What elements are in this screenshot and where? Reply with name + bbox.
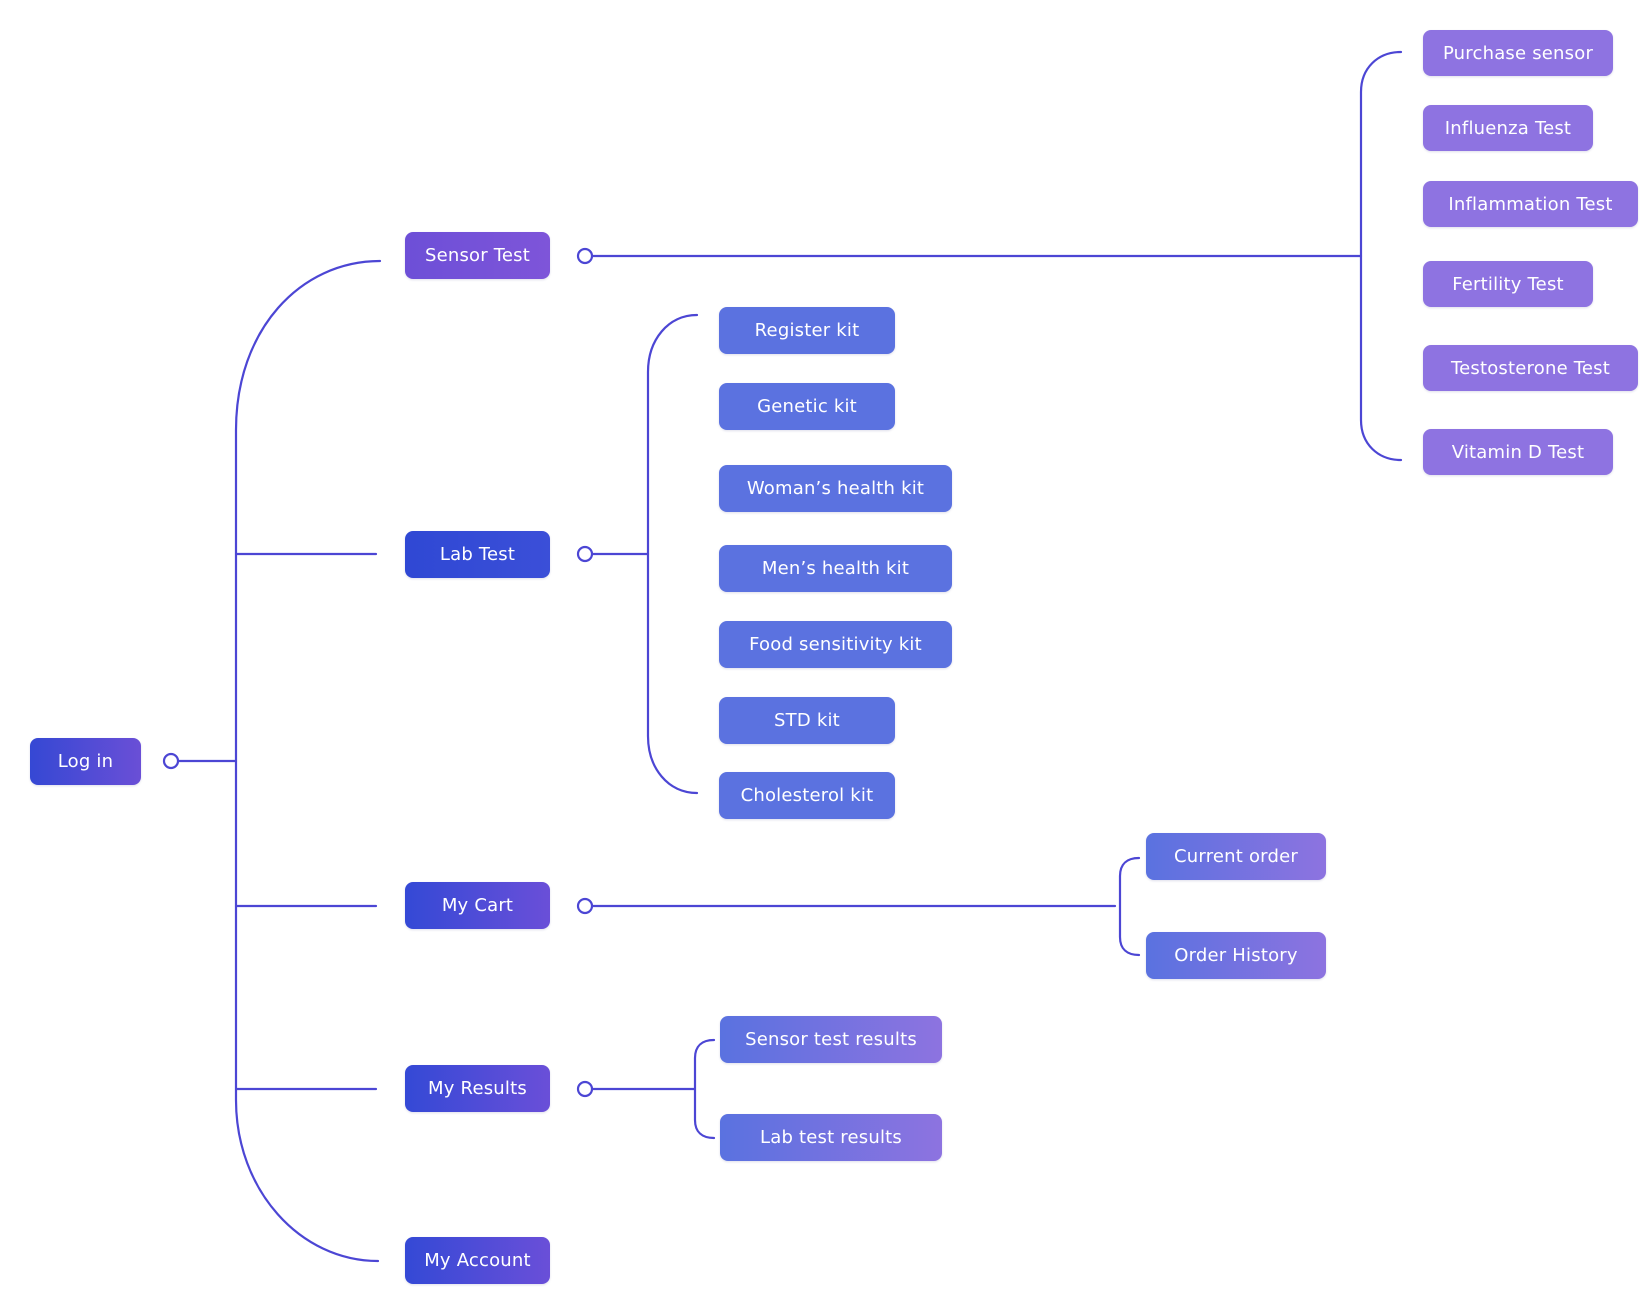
my-cart-bracket-line <box>1118 856 1141 957</box>
register-kit-node[interactable]: Register kit <box>719 307 895 354</box>
testosterone-test-node[interactable]: Testosterone Test <box>1423 345 1638 391</box>
lab-test-node[interactable]: Lab Test <box>405 531 550 578</box>
my-account-node[interactable]: My Account <box>405 1237 550 1284</box>
current-order-node[interactable]: Current order <box>1146 833 1326 880</box>
fertility-test-node[interactable]: Fertility Test <box>1423 261 1593 307</box>
vitamin-d-test-node[interactable]: Vitamin D Test <box>1423 429 1613 475</box>
lab-test-results-node[interactable]: Lab test results <box>720 1114 942 1161</box>
my-results-connector-dot <box>576 1080 594 1098</box>
cholesterol-kit-node[interactable]: Cholesterol kit <box>719 772 895 819</box>
lab-test-connector-dot <box>576 545 594 563</box>
log-in-node[interactable]: Log in <box>30 738 141 785</box>
lab-test-bracket-line <box>646 313 699 795</box>
sensor-test-bracket-line <box>1359 50 1403 462</box>
influenza-test-node[interactable]: Influenza Test <box>1423 105 1593 151</box>
my-cart-connector-dot <box>576 897 594 915</box>
sensor-test-results-node[interactable]: Sensor test results <box>720 1016 942 1063</box>
mens-health-kit-node[interactable]: Men’s health kit <box>719 545 952 592</box>
my-results-node[interactable]: My Results <box>405 1065 550 1112</box>
sensor-test-connector-dot <box>576 247 594 265</box>
root-connector-dot <box>162 752 180 770</box>
root-bracket-line <box>234 259 382 1263</box>
order-history-node[interactable]: Order History <box>1146 932 1326 979</box>
genetic-kit-node[interactable]: Genetic kit <box>719 383 895 430</box>
my-results-bracket-line <box>693 1038 716 1140</box>
sensor-test-node[interactable]: Sensor Test <box>405 232 550 279</box>
inflammation-test-node[interactable]: Inflammation Test <box>1423 181 1638 227</box>
purchase-sensor-node[interactable]: Purchase sensor <box>1423 30 1613 76</box>
womans-health-kit-node[interactable]: Woman’s health kit <box>719 465 952 512</box>
my-cart-node[interactable]: My Cart <box>405 882 550 929</box>
food-sensitivity-kit-node[interactable]: Food sensitivity kit <box>719 621 952 668</box>
std-kit-node[interactable]: STD kit <box>719 697 895 744</box>
